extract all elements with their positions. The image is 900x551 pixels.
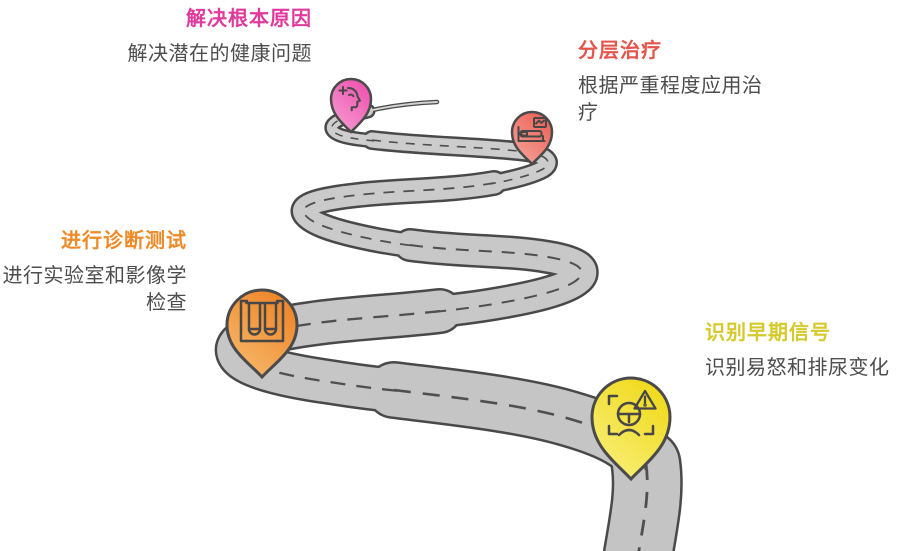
milestone-label-tiered-treatment: 分层治疗 根据严重程度应用治疗: [578, 38, 778, 127]
mental-health-icon: [338, 86, 361, 112]
test-tubes-icon: [239, 299, 285, 343]
milestone-pin-tiered-treatment: [510, 110, 554, 166]
milestone-title: 解决根本原因: [186, 8, 312, 30]
face-alert-icon: [607, 389, 657, 437]
hospital-bed-icon: [517, 117, 547, 142]
milestone-title: 分层治疗: [578, 40, 662, 62]
milestone-label-diagnostic-testing: 进行诊断测试 进行实验室和影像学检查: [0, 228, 187, 317]
milestone-description: 根据严重程度应用治疗: [578, 75, 763, 124]
milestone-description: 进行实验室和影像学检查: [2, 265, 187, 314]
milestone-label-early-signals: 识别早期信号 识别易怒和排尿变化: [705, 320, 900, 382]
milestone-pin-early-signals: [590, 376, 672, 482]
milestone-title: 识别早期信号: [705, 322, 831, 344]
milestone-label-root-cause: 解决根本原因 解决潜在的健康问题: [52, 6, 312, 68]
milestone-description: 识别易怒和排尿变化: [705, 357, 890, 379]
milestone-pin-root-cause: [329, 77, 373, 134]
road: [214, 99, 683, 551]
milestone-description: 解决潜在的健康问题: [127, 43, 312, 65]
milestone-title: 进行诊断测试: [61, 230, 187, 252]
milestone-pin-diagnostic-testing: [225, 288, 299, 380]
